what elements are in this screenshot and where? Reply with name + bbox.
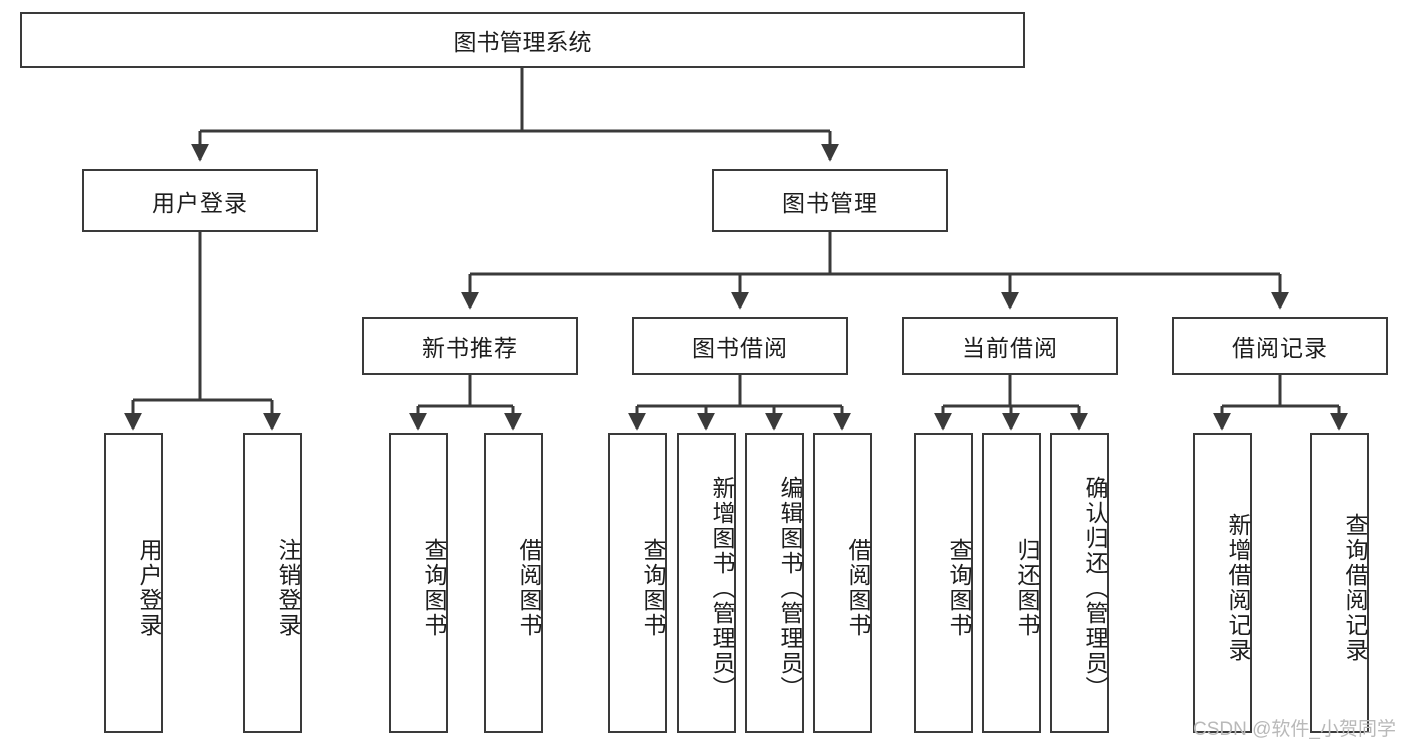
node-label: 注销登录	[275, 538, 301, 638]
node-label: 查询图书	[640, 538, 666, 638]
leaf-borrow-borrow-book[interactable]: 借阅图书	[813, 433, 872, 733]
node-label: 当前借阅	[962, 335, 1058, 361]
node-label: 查询图书	[946, 538, 972, 638]
leaf-record-query-record[interactable]: 查询借阅记录	[1310, 433, 1369, 733]
leaf-current-query-book[interactable]: 查询图书	[914, 433, 973, 733]
node-label: 图书借阅	[692, 335, 788, 361]
leaf-borrow-edit-book[interactable]: 编辑图书（管理员）	[745, 433, 804, 733]
node-label: 借阅记录	[1232, 335, 1328, 361]
node-label: 用户登录	[136, 538, 162, 638]
node-new-book-recommend[interactable]: 新书推荐	[362, 317, 578, 375]
node-label: 编辑图书（管理员）	[777, 475, 803, 701]
leaf-borrow-query-book[interactable]: 查询图书	[608, 433, 667, 733]
node-label: 查询图书	[421, 538, 447, 638]
node-label: 归还图书	[1014, 538, 1040, 638]
node-label: 借阅图书	[845, 538, 871, 638]
node-label: 用户登录	[152, 189, 248, 216]
node-label: 确认归还（管理员）	[1082, 475, 1108, 701]
node-label: 借阅图书	[516, 538, 542, 638]
node-label: 查询借阅记录	[1342, 513, 1368, 663]
leaf-recommend-borrow-book[interactable]: 借阅图书	[484, 433, 543, 733]
node-label: 新增图书（管理员）	[709, 475, 735, 701]
leaf-user-login-logout[interactable]: 注销登录	[243, 433, 302, 733]
leaf-borrow-add-book[interactable]: 新增图书（管理员）	[677, 433, 736, 733]
node-current-borrow[interactable]: 当前借阅	[902, 317, 1118, 375]
node-book-borrow[interactable]: 图书借阅	[632, 317, 848, 375]
node-label: 图书管理系统	[453, 29, 592, 55]
node-label: 新增借阅记录	[1225, 513, 1251, 663]
leaf-recommend-query-book[interactable]: 查询图书	[389, 433, 448, 733]
node-label: 图书管理	[782, 189, 878, 216]
leaf-user-login-login[interactable]: 用户登录	[104, 433, 163, 733]
node-label: 新书推荐	[422, 335, 518, 361]
node-book-management[interactable]: 图书管理	[712, 169, 948, 232]
leaf-current-confirm-return[interactable]: 确认归还（管理员）	[1050, 433, 1109, 733]
csdn-watermark: CSDN @软件_小贺同学	[1193, 719, 1396, 740]
node-user-login[interactable]: 用户登录	[82, 169, 318, 232]
leaf-record-add-record[interactable]: 新增借阅记录	[1193, 433, 1252, 733]
leaf-current-return-book[interactable]: 归还图书	[982, 433, 1041, 733]
node-root-system[interactable]: 图书管理系统	[20, 12, 1025, 68]
node-borrow-record[interactable]: 借阅记录	[1172, 317, 1388, 375]
